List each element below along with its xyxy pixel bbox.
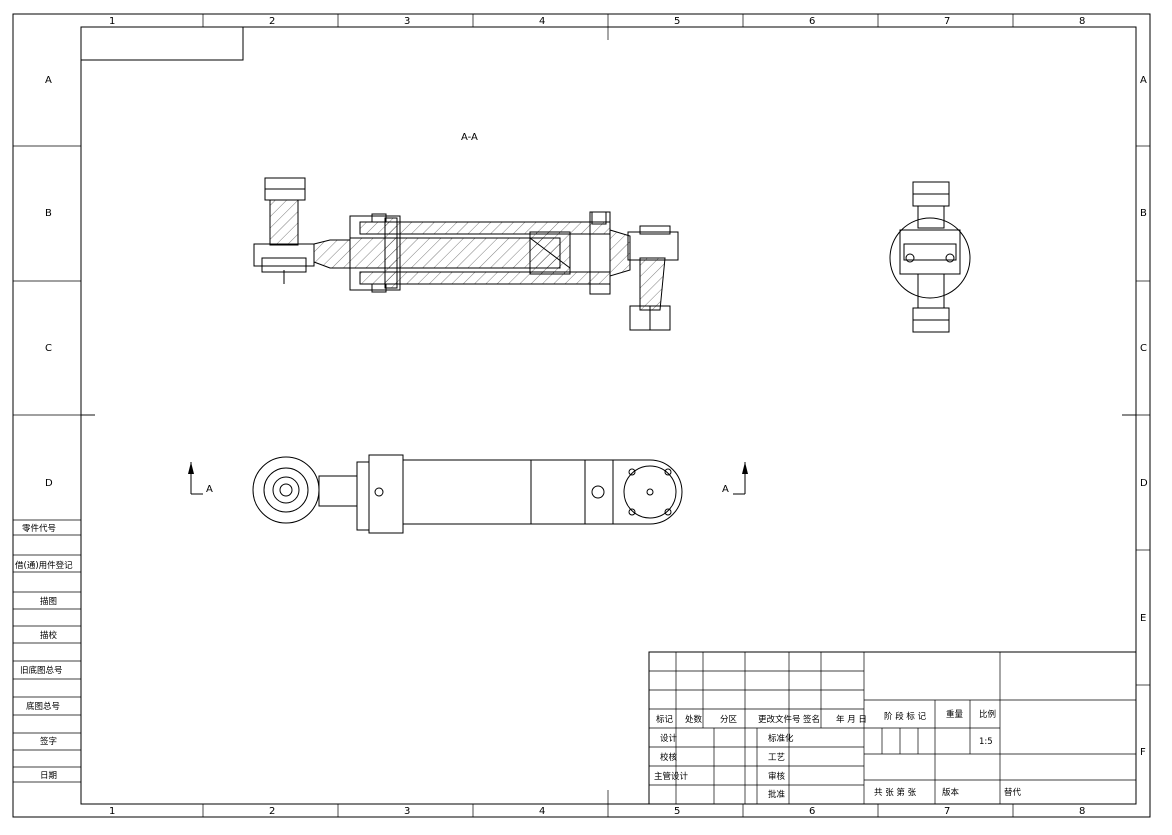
side-row-base-no: 底图总号 — [26, 701, 60, 712]
zone-col-6-bottom: 6 — [809, 806, 815, 817]
tb-col-mark: 标记 — [656, 714, 674, 725]
tb-row-process: 工艺 — [768, 753, 785, 763]
section-mark-left-label: A — [206, 484, 213, 495]
zone-col-8: 8 — [1079, 16, 1085, 27]
zone-col-5: 5 — [674, 16, 680, 27]
zone-row-a: A — [45, 75, 52, 86]
zone-labels-bottom: 1 2 3 4 5 6 7 8 — [109, 806, 1085, 817]
zone-row-b-right: B — [1140, 208, 1147, 219]
zone-row-b: B — [45, 208, 52, 219]
end-view — [889, 181, 971, 333]
side-table: 零件代号 借(通)用件登记 描图 描校 旧底图总号 底图总号 签字 日期 — [13, 519, 81, 783]
tb-col-signature: 签名 — [803, 714, 820, 725]
side-row-tracing: 描图 — [40, 596, 57, 607]
left-rod-end — [253, 177, 315, 284]
tb-replace-label: 替代 — [1004, 787, 1022, 798]
tb-scale-value: 1:5 — [979, 737, 993, 747]
zone-row-e-right: E — [1140, 613, 1146, 624]
piston-rod — [313, 237, 561, 269]
zone-col-3-bottom: 3 — [404, 806, 410, 817]
tb-version-label: 版本 — [942, 787, 960, 798]
zone-row-c-right: C — [1140, 343, 1147, 354]
tb-sheets-label: 共 张 第 张 — [874, 787, 917, 798]
zone-row-d-right: D — [1140, 478, 1148, 489]
piston — [529, 231, 571, 275]
zone-labels-right: A B C D E F — [1140, 75, 1148, 758]
side-row-old-base: 旧底图总号 — [20, 665, 63, 676]
zone-col-4: 4 — [539, 16, 545, 27]
cylinder-barrel — [349, 213, 611, 293]
section-marker-right: A — [722, 462, 748, 495]
tb-row-standardization: 标准化 — [768, 733, 794, 744]
tb-weight-label: 重量 — [946, 709, 964, 720]
zone-dividers — [13, 14, 1150, 817]
tb-row-review: 审核 — [768, 771, 786, 782]
tb-col-count: 处数 — [685, 714, 703, 725]
tb-col-date: 年 月 日 — [836, 714, 867, 725]
zone-row-f-right: F — [1140, 747, 1146, 758]
zone-col-8-bottom: 8 — [1079, 806, 1085, 817]
side-row-part-code: 零件代号 — [22, 523, 56, 534]
zone-col-3: 3 — [404, 16, 410, 27]
zone-row-d: D — [45, 478, 53, 489]
tb-row-approve: 批准 — [768, 789, 786, 800]
tb-stage-label: 阶 段 标 记 — [884, 711, 927, 722]
inner-frame — [80, 26, 1137, 805]
zone-labels-top: 1 2 3 4 5 6 7 8 — [109, 16, 1085, 27]
zone-col-2: 2 — [269, 16, 275, 27]
side-row-borrowed: 借(通)用件登记 — [15, 560, 73, 571]
end-cap — [589, 211, 631, 295]
zone-col-6: 6 — [809, 16, 815, 27]
tb-scale-label: 比例 — [979, 709, 996, 720]
zone-row-a-right: A — [1140, 75, 1147, 86]
zone-col-4-bottom: 4 — [539, 806, 545, 817]
tb-row-check: 校核 — [660, 752, 678, 763]
right-rod-end — [627, 225, 679, 331]
tb-row-chief-design: 主管设计 — [654, 771, 689, 782]
zone-col-1-bottom: 1 — [109, 806, 115, 817]
tb-col-change-doc: 更改文件号 — [758, 714, 801, 725]
side-row-trace-check: 描校 — [40, 630, 58, 641]
tb-row-design: 设计 — [660, 733, 678, 744]
front-view — [252, 454, 683, 534]
section-marker-left: A — [188, 462, 213, 495]
zone-labels-left: A B C D — [45, 75, 53, 489]
zone-col-7: 7 — [944, 16, 950, 27]
zone-row-c: C — [45, 343, 52, 354]
section-mark-right-label: A — [722, 484, 729, 495]
zone-col-2-bottom: 2 — [269, 806, 275, 817]
side-row-sign: 签字 — [40, 736, 57, 747]
outer-frame — [12, 13, 1151, 818]
section-view-a-a — [253, 177, 679, 331]
title-block: 标记 处数 分区 更改文件号 签名 年 月 日 设计 校核 主管设计 标准化 工… — [648, 651, 1137, 805]
zone-col-1: 1 — [109, 16, 115, 27]
side-row-date: 日期 — [40, 771, 57, 781]
zone-col-7-bottom: 7 — [944, 806, 950, 817]
section-view-title: A-A — [461, 132, 478, 143]
zone-col-5-bottom: 5 — [674, 806, 680, 817]
reversed-code-box — [80, 26, 244, 61]
tb-col-zone: 分区 — [720, 715, 738, 725]
